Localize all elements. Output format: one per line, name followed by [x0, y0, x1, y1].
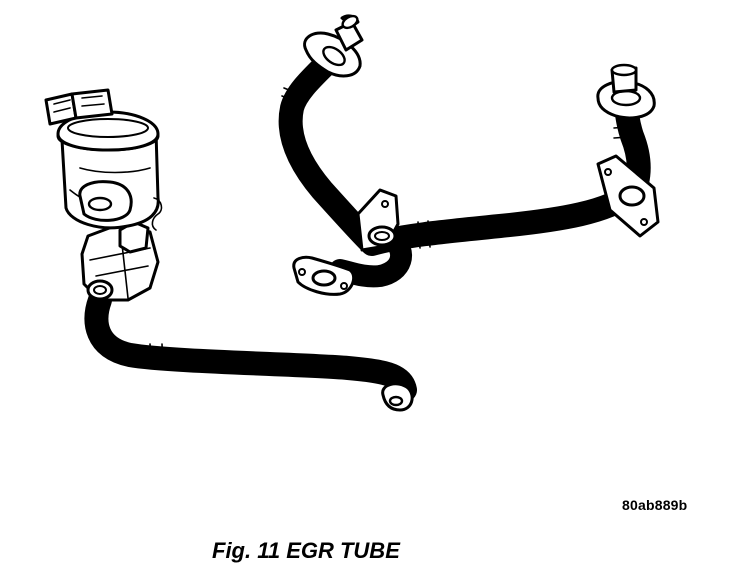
egr-tube-junction-flange — [356, 188, 400, 252]
egr-tube-lower-gasket-flange — [292, 255, 356, 296]
egr-tube-assembly — [278, 14, 660, 296]
egr-valve-cap — [56, 110, 160, 152]
egr-valve-base — [80, 220, 160, 302]
egr-valve-canister — [60, 130, 163, 231]
egr-valve-electrical-connector — [44, 88, 114, 126]
egr-tube-upper-fitting-left — [303, 14, 364, 78]
figure-caption-number: Fig. 11 — [212, 538, 281, 563]
figure-reference-code: 80ab889b — [622, 497, 688, 513]
egr-valve-assembly — [44, 88, 417, 412]
egr-tube-upper-fitting-right — [596, 63, 656, 120]
valve-tube-end-flange — [381, 382, 414, 412]
figure-caption-title: EGR TUBE — [286, 538, 400, 563]
egr-valve-tube — [84, 288, 417, 402]
figure-caption: Fig. 11 EGR TUBE — [212, 538, 400, 564]
egr-tube-left-branch — [278, 48, 380, 252]
egr-tube-right-flange — [596, 154, 660, 238]
egr-tube-main-run — [360, 180, 644, 256]
